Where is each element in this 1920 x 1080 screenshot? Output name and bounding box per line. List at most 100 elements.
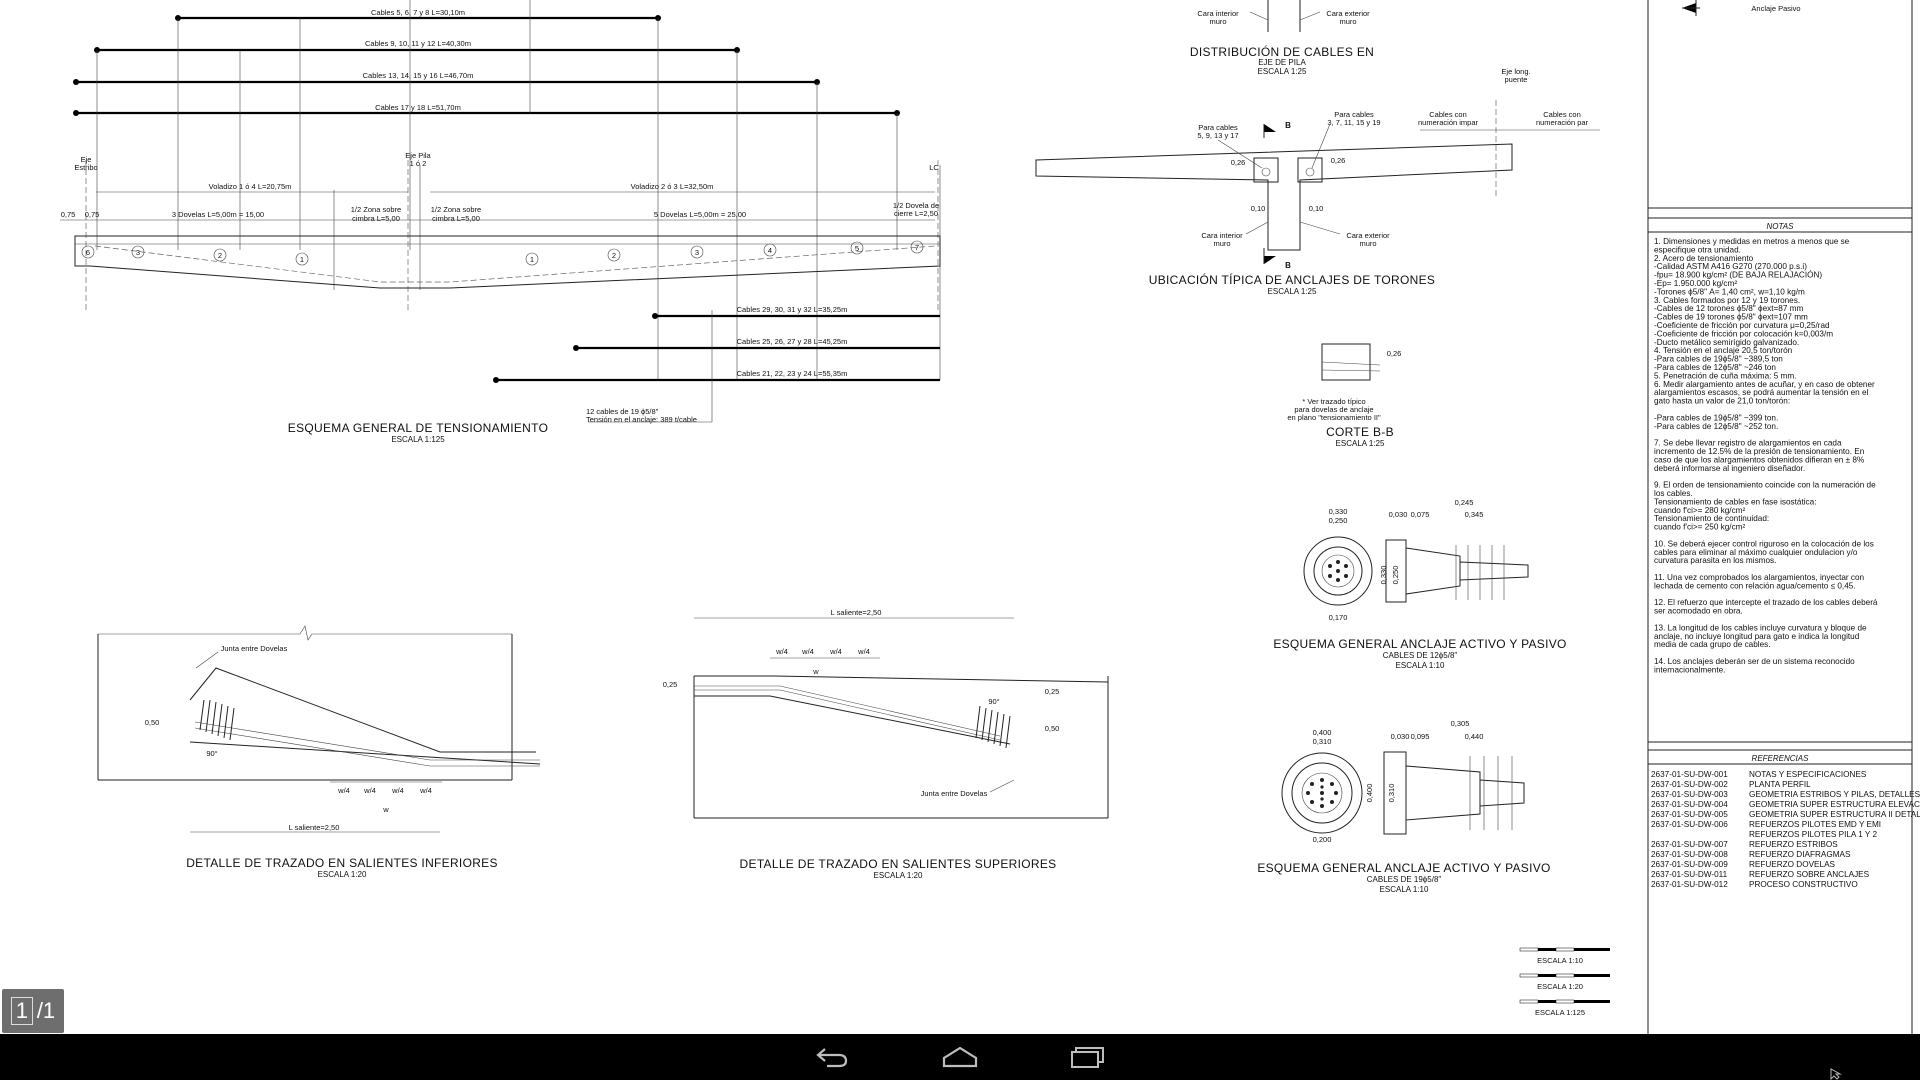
voladizo-label: Voladizo 1 ó 4 L=20,75m (209, 182, 292, 191)
upper-outlet-detail: L saliente=2,50 w/4 w/4 w/4 w/4 w 0,25 0… (663, 608, 1109, 880)
dimension: 0,305 (1451, 719, 1470, 728)
dimension: w/4 (391, 786, 404, 795)
referencia-code: 2637-01-SU-DW-001 (1651, 770, 1728, 779)
referencia-code: 2637-01-SU-DW-007 (1651, 840, 1728, 849)
referencia-code: 2637-01-SU-DW-004 (1651, 800, 1728, 809)
android-navigation-bar (0, 1034, 1920, 1080)
referencia-desc: REFUERZO DIAFRAGMAS (1749, 850, 1851, 859)
referencia-code: 2637-01-SU-DW-006 (1651, 820, 1728, 829)
section-subtitle: CABLES DE 12ϕ5/8" (1383, 651, 1458, 660)
nota-line: -Cables de 12 torones ϕ5/8" ϕext=87 mm (1654, 304, 1803, 313)
nota-line: -Para cables de 19ϕ5/8" ~389,5 ton (1654, 355, 1783, 364)
nota-line: lechada de cemento con relación agua/cem… (1654, 581, 1856, 590)
dimension: 0,200 (1313, 835, 1332, 844)
dimension: w/4 (801, 647, 814, 656)
dimension: 0,10 (1251, 204, 1266, 213)
lc-label: LC (929, 163, 939, 172)
section-title: ESQUEMA GENERAL ANCLAJE ACTIVO Y PASIVO (1273, 637, 1566, 651)
svg-text:3: 3 (695, 248, 699, 257)
referencia-code: 2637-01-SU-DW-011 (1651, 870, 1728, 879)
dimension: 0,310 (1313, 737, 1332, 746)
cable-label: Cables 13, 14, 15 y 16 L=46,70m (363, 71, 474, 80)
referencia-code: 2637-01-SU-DW-008 (1651, 850, 1728, 859)
nota-line: 10. Se deberá ejecer control riguroso en… (1654, 539, 1874, 548)
section-title: CORTE B-B (1326, 425, 1394, 439)
dimension: L saliente=2,50 (289, 823, 340, 832)
nota-line: Tensionamiento de continuidad: (1654, 514, 1769, 523)
svg-text:2: 2 (612, 251, 616, 260)
dovela-numbers: 6 3 2 1 1 2 3 4 5 7 (81, 240, 924, 266)
page-indicator[interactable]: 1 /1 (2, 989, 64, 1033)
referencia-desc: REFUERZO DOVELAS (1749, 860, 1836, 869)
dimension: w/4 (419, 786, 432, 795)
nota-line: cuando f'ci>= 280 kg/cm² (1654, 506, 1745, 515)
eje-long-label: Eje long.puente (1501, 67, 1530, 84)
nota-line: 14. Los anclajes deberán ser de un siste… (1654, 657, 1855, 666)
svg-text:2: 2 (218, 251, 222, 260)
svg-text:6: 6 (86, 248, 90, 257)
section-scale: ESCALA 1:125 (391, 435, 445, 444)
scale-bar-label: ESCALA 1:125 (1535, 1008, 1585, 1017)
referencia-desc: GEOMETRIA SUPER ESTRUCTURA II DETALLES (1749, 810, 1920, 819)
nota-line: cuando f'ci>= 250 kg/cm² (1654, 523, 1745, 532)
nota-line: cables para eliminar al máximo cualquier… (1654, 548, 1858, 557)
nota-line: 2. Acero de tensionamiento (1654, 254, 1754, 263)
nota-line: 7. Se debe llevar registro de alargamien… (1654, 439, 1842, 448)
dimension: 0,030 (1389, 510, 1408, 519)
nota-line: -fpu= 18.900 kg/cm² (DE BAJA RELAJACIÓN) (1654, 270, 1822, 280)
svg-text:5: 5 (855, 244, 859, 253)
dimension: w/4 (363, 786, 376, 795)
dimension: 0,250 (1391, 566, 1400, 585)
anclaje-pasivo-label: Anclaje Pasivo (1751, 4, 1800, 13)
tension-anclaje-label: Tensión en el anclaje: 389 t/cable (586, 415, 697, 424)
referencia-desc: PROCESO CONSTRUCTIVO (1749, 880, 1858, 889)
junta-label: Junta entre Dovelas (221, 644, 288, 653)
back-button[interactable] (792, 1037, 872, 1077)
referencia-desc: REFUERZO ESTRIBOS (1749, 840, 1838, 849)
document-viewer[interactable]: Cables 5, 6, 7 y 8 L=30,10m Cables 9, 10… (0, 0, 1920, 1034)
dimension: 0,245 (1455, 498, 1474, 507)
svg-text:7: 7 (915, 243, 919, 252)
dimension: w (812, 667, 819, 676)
section-subtitle: EJE DE PILA (1258, 58, 1306, 67)
section-scale: ESCALA 1:20 (318, 870, 367, 879)
nota-line: -Calidad ASTM A416 G270 (270.000 p.s.i) (1654, 262, 1807, 271)
svg-text:4: 4 (768, 246, 772, 255)
section-title: DETALLE DE TRAZADO EN SALIENTES INFERIOR… (186, 856, 498, 870)
referencia-desc: NOTAS Y ESPECIFICACIONES (1749, 770, 1867, 779)
dimension: 0,25 (663, 680, 678, 689)
nota-line: 4. Tensión en el anclaje 20,5 ton/torón (1654, 346, 1793, 355)
recent-apps-button[interactable] (1048, 1037, 1128, 1077)
section-scale: ESCALA 1:10 (1396, 661, 1445, 670)
cable-label: Cables 29, 30, 31 y 32 L=35,25m (737, 305, 848, 314)
section-title: ESQUEMA GENERAL ANCLAJE ACTIVO Y PASIVO (1257, 861, 1550, 875)
nota-line: media de cada grupo de cables. (1654, 640, 1771, 649)
cable-label: Cables 9, 10, 11 y 12 L=40,30m (365, 39, 471, 48)
dimension: 0,400 (1365, 784, 1374, 803)
referencia-code: 2637-01-SU-DW-002 (1651, 780, 1728, 789)
page-current[interactable]: 1 (10, 997, 33, 1025)
referencia-code: 2637-01-SU-DW-012 (1651, 880, 1728, 889)
referencia-desc: REFUERZOS PILOTES EMD Y EMI (1749, 820, 1881, 829)
dimension: 0,26 (1231, 158, 1246, 167)
angle-label: 90° (988, 697, 999, 706)
dimension: w/4 (829, 647, 842, 656)
referencia-desc: REFUERZOS PILOTES PILA 1 Y 2 (1749, 830, 1877, 839)
section-title: UBICACIÓN TÍPICA DE ANCLAJES DE TORONES (1149, 272, 1435, 287)
nota-line: 6. Medir alargamiento antes de acuñar, y… (1654, 380, 1875, 389)
nota-line: gato hasta un valor de 21,0 ton/torón: (1654, 397, 1790, 406)
dimension: 0,26 (1387, 349, 1402, 358)
home-button[interactable] (920, 1037, 1000, 1077)
junta-label: Junta entre Dovelas (921, 789, 988, 798)
nota-line: 3. Cables formados por 12 y 19 torones. (1654, 296, 1800, 305)
